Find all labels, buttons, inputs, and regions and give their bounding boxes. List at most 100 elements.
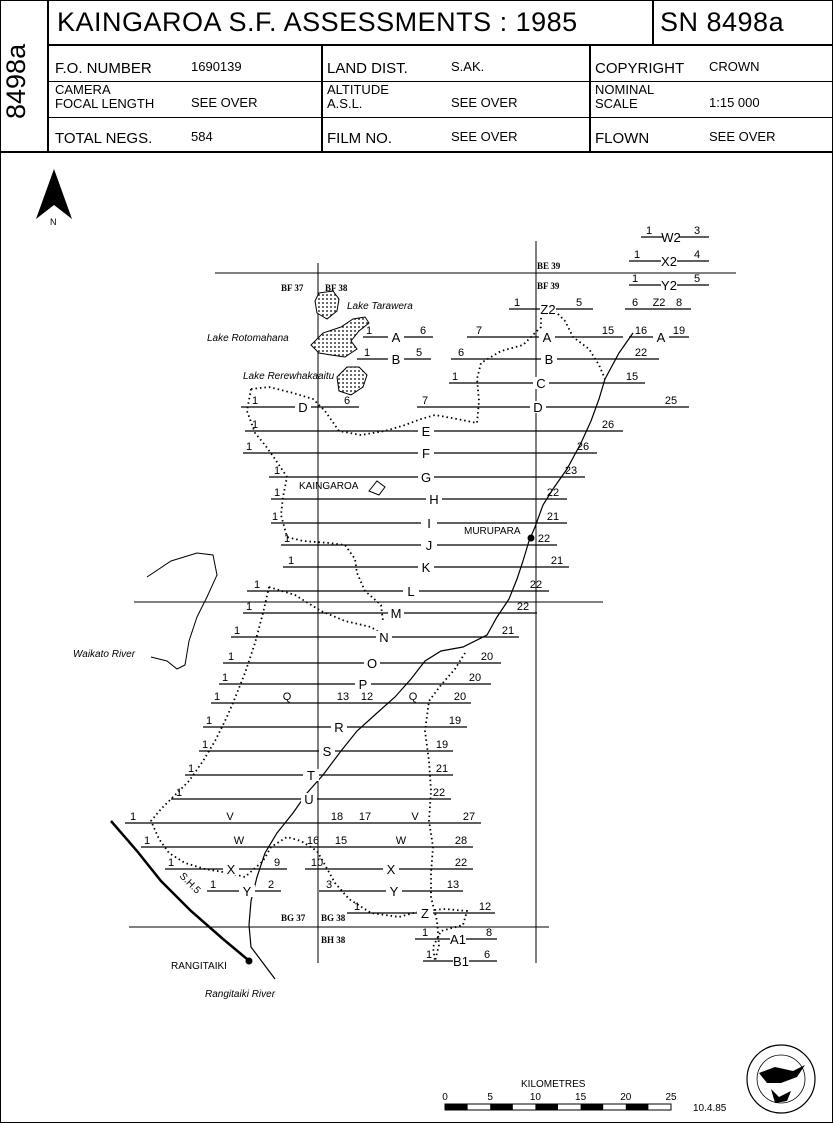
exposure-number: 22 bbox=[538, 533, 550, 545]
exposure-number: 1 bbox=[452, 371, 458, 383]
exposure-number: 4 bbox=[694, 249, 700, 261]
exposure-number: 1 bbox=[130, 811, 136, 823]
altitude-value: SEE OVER bbox=[451, 95, 518, 110]
lake-rotomahana bbox=[310, 316, 370, 358]
grid-label: BE 39 bbox=[537, 261, 561, 271]
exposure-number: 7 bbox=[476, 325, 482, 337]
exposure-number: 26 bbox=[577, 441, 589, 453]
exposure-number: 7 bbox=[422, 395, 428, 407]
exposure-number: 26 bbox=[602, 419, 614, 431]
scale-tick-label: 15 bbox=[575, 1092, 587, 1103]
aerial-mapping-seal-icon bbox=[746, 1044, 816, 1114]
grid-label: BG 37 bbox=[281, 913, 306, 923]
flight-run-letter: A bbox=[657, 330, 666, 345]
flight-run-letter: X bbox=[387, 862, 396, 877]
exposure-number: 1 bbox=[632, 273, 638, 285]
exposure-number: 1 bbox=[222, 672, 228, 684]
exposure-number: 1 bbox=[144, 835, 150, 847]
flight-run: J 1 22 bbox=[281, 533, 557, 553]
north-arrow-icon: N bbox=[36, 169, 72, 227]
exposure-number: 12 bbox=[361, 691, 373, 703]
total-negs-label: TOTAL NEGS. bbox=[55, 130, 153, 147]
flight-run-letter: B1 bbox=[453, 954, 469, 969]
exposure-number: 1 bbox=[246, 601, 252, 613]
exposure-number: 1 bbox=[272, 511, 278, 523]
kaingaroa-marker bbox=[368, 480, 386, 496]
flight-run-letter: A bbox=[392, 330, 401, 345]
title-block: 8498a KAINGAROA S.F. ASSESSMENTS : 1985 … bbox=[1, 1, 832, 153]
exposure-number: 21 bbox=[547, 511, 559, 523]
scale-segment bbox=[490, 1104, 513, 1110]
grid-label: BF 39 bbox=[537, 281, 560, 291]
exposure-number: 12 bbox=[479, 901, 491, 913]
flight-run-letter: A bbox=[543, 330, 552, 345]
flight-run-letter: A1 bbox=[450, 932, 466, 947]
exposure-number: 1 bbox=[210, 879, 216, 891]
grid-label: BH 38 bbox=[321, 935, 346, 945]
exposure-number: 27 bbox=[463, 811, 475, 823]
exposure-number: Z2 bbox=[653, 297, 666, 309]
exposure-number: 20 bbox=[481, 651, 493, 663]
exposure-number: 1 bbox=[288, 555, 294, 567]
place-label-rangitaiki-river: Rangitaiki River bbox=[205, 989, 276, 1000]
waikato-river bbox=[146, 552, 218, 670]
fo-number-label: F.O. NUMBER bbox=[55, 60, 152, 77]
copyright-label: COPYRIGHT bbox=[595, 60, 685, 77]
exposure-number: 1 bbox=[252, 419, 258, 431]
exposure-number: 1 bbox=[646, 225, 652, 237]
lake-rerewhakaaitu bbox=[336, 366, 368, 396]
survey-number: SN 8498a bbox=[660, 7, 785, 37]
flight-run-letter: N bbox=[379, 630, 388, 645]
total-negs-value: 584 bbox=[191, 129, 213, 144]
flight-run-letter: J bbox=[426, 538, 433, 553]
flight-run-letter: S bbox=[323, 744, 332, 759]
flight-run-letter: B bbox=[545, 352, 554, 367]
exposure-number: 22 bbox=[455, 857, 467, 869]
road-label-sh5: S.H.5 bbox=[177, 871, 203, 897]
focal-length-value: SEE OVER bbox=[191, 95, 258, 110]
exposure-number: 1 bbox=[284, 533, 290, 545]
exposure-number: 17 bbox=[359, 811, 371, 823]
lake-tarawera bbox=[314, 290, 340, 320]
nominal-label: NOMINAL bbox=[595, 82, 655, 97]
exposure-number: W bbox=[396, 835, 407, 847]
flight-run-letter: O bbox=[367, 656, 377, 671]
exposure-number: 1 bbox=[214, 691, 220, 703]
exposure-number: 1 bbox=[514, 297, 520, 309]
scale-tick-label: 0 bbox=[442, 1092, 448, 1103]
place-label-murupara: MURUPARA bbox=[464, 526, 521, 537]
altitude-label: ALTITUDE bbox=[327, 82, 389, 97]
exposure-number: 1 bbox=[206, 715, 212, 727]
place-label-waikato-river: Waikato River bbox=[73, 649, 136, 660]
exposure-number: 1 bbox=[254, 579, 260, 591]
exposure-number: 8 bbox=[486, 927, 492, 939]
grid-label: BF 38 bbox=[325, 283, 348, 293]
flight-run-letter: T bbox=[307, 768, 315, 783]
flight-run-letter: Z2 bbox=[540, 302, 555, 317]
scale-segment bbox=[625, 1104, 649, 1110]
scale-bar-title: KILOMETRES bbox=[521, 1079, 586, 1090]
exposure-number: 3 bbox=[694, 225, 700, 237]
exposure-number: 1 bbox=[188, 763, 194, 775]
exposure-number: 19 bbox=[673, 325, 685, 337]
flight-run-letter: X bbox=[227, 862, 236, 877]
flight-run-letter: G bbox=[421, 470, 431, 485]
film-no-label: FILM NO. bbox=[327, 130, 393, 147]
